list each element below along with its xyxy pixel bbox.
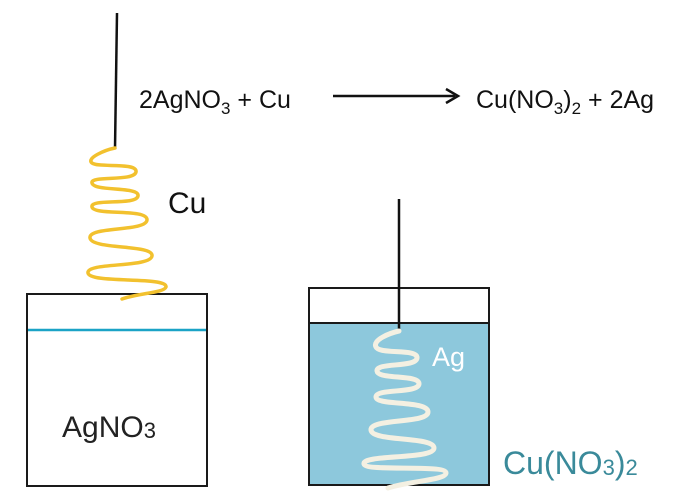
left-beaker-outline xyxy=(26,293,208,487)
copper-label: Cu xyxy=(168,187,206,220)
silver-label: Ag xyxy=(432,342,465,372)
copper-nitrate-label: Cu(NO3)2 xyxy=(503,445,638,481)
silver-coil xyxy=(361,328,449,491)
silver-nitrate-label: AgNO3 xyxy=(62,411,156,444)
silver-wire: Ag xyxy=(361,199,465,491)
left-beaker: AgNO3 xyxy=(26,293,208,487)
copper-wire: Cu xyxy=(86,12,206,301)
equation-left: 2AgNO3 + Cu xyxy=(139,86,291,118)
equation-right: Cu(NO3)2 + 2Ag xyxy=(476,86,654,118)
copper-wire-lead xyxy=(113,12,119,150)
reaction-arrow xyxy=(333,87,461,105)
copper-coil xyxy=(86,146,168,301)
